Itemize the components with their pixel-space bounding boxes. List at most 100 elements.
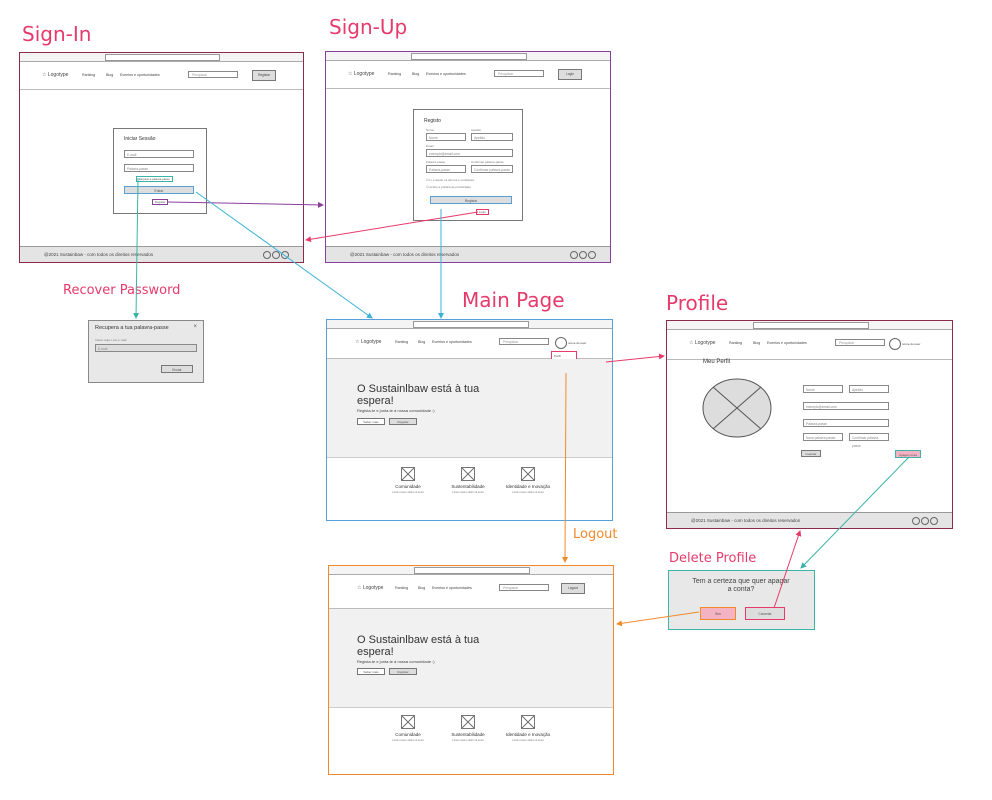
nav-link-ranking[interactable]: Ranking	[388, 72, 402, 76]
mainpage-frame: ☆ Logotype Ranking Blog Eventos e oportu…	[326, 319, 613, 521]
feature-text: Lorem ipsum dolor sit amet	[392, 739, 424, 742]
navbar: ☆ Logotype Ranking Blog Eventos e oportu…	[326, 60, 610, 89]
nav-link-blog[interactable]: Blog	[418, 586, 426, 590]
url-bar	[667, 321, 952, 330]
navbar: ☆ Logotype Ranking Blog Eventos e oportu…	[327, 328, 612, 359]
logo[interactable]: ☆ Logotype	[355, 339, 382, 345]
nav-link-events[interactable]: Eventos e oportunidades	[767, 341, 807, 345]
recover-email-field[interactable]: E-mail	[95, 344, 197, 352]
nav-link-blog[interactable]: Blog	[106, 73, 114, 77]
nav-link-blog[interactable]: Blog	[753, 341, 761, 345]
new-password-field[interactable]: Nova palavra-passe	[803, 433, 843, 441]
avatar[interactable]	[889, 338, 901, 350]
confirm-password-field[interactable]: Confirmar palavra-passe	[471, 165, 513, 173]
nav-link-blog[interactable]: Blog	[418, 340, 426, 344]
logo[interactable]: ☆ Logotype	[357, 585, 384, 591]
hero: O Sustainlbaw está à tua espera! Regista…	[327, 359, 612, 458]
register-link[interactable]: Registar	[152, 199, 169, 205]
social-icons[interactable]	[262, 251, 289, 260]
register-button[interactable]: Registar	[252, 70, 276, 81]
email-field[interactable]: E-mail	[124, 150, 194, 158]
name-label: Nome	[426, 128, 435, 132]
nav-link-events[interactable]: Eventos e oportunidades	[432, 586, 472, 590]
password-field[interactable]: Palavra-passe	[124, 164, 194, 172]
save-button[interactable]: Guardar	[801, 450, 821, 457]
feature-text: Lorem ipsum dolor sit amet	[392, 491, 424, 494]
feature-title: Sustentabilidade	[451, 732, 485, 737]
forgot-password-link[interactable]: Esqueci a palavra-passe	[136, 176, 173, 182]
privacy-checkbox[interactable]: ☑ Aceito a política de privacidade	[426, 185, 471, 189]
recover-modal: Recupera a tua palavra-passe × Insere aq…	[88, 320, 204, 383]
login-button[interactable]: Login	[558, 69, 582, 80]
close-icon[interactable]: ×	[193, 324, 197, 330]
nav-link-events[interactable]: Eventos e oportunidades	[120, 73, 160, 77]
name-field[interactable]: Nome	[426, 133, 466, 141]
delete-account-button[interactable]: Apagar conta	[895, 450, 921, 458]
email-field[interactable]: exemplo@email.com	[803, 402, 889, 410]
feature-title: Comunidade	[395, 484, 421, 489]
nav-link-ranking[interactable]: Ranking	[395, 586, 409, 590]
login-button[interactable]: Logout	[561, 583, 585, 594]
social-icons[interactable]	[911, 517, 938, 526]
image-placeholder-icon	[401, 467, 415, 481]
footer: @2021 Sustainbaw - com todos os direitos…	[326, 246, 610, 262]
logo[interactable]: ☆ Logotype	[42, 72, 69, 78]
learn-more-button[interactable]: Saber mais	[357, 668, 385, 675]
image-placeholder-icon	[521, 715, 535, 729]
navbar: ☆ Logotype Ranking Blog Eventos e oportu…	[20, 61, 303, 90]
footer-text: @2021 Sustainbaw - com todos os direitos…	[44, 252, 154, 257]
feature-text: Lorem ipsum dolor sit amet	[512, 491, 544, 494]
search-input[interactable]: Pesquisar	[499, 338, 549, 345]
nav-link-events[interactable]: Eventos e oportunidades	[432, 340, 472, 344]
search-input[interactable]: Pesquisar	[499, 584, 549, 591]
profile-picture-placeholder[interactable]	[701, 377, 773, 439]
nav-link-ranking[interactable]: Ranking	[82, 73, 96, 77]
footer-text: @2021 Sustainbaw - com todos os direitos…	[350, 252, 460, 257]
surname-field[interactable]: Apelido	[849, 385, 889, 393]
name-field[interactable]: Nome	[803, 385, 843, 393]
logo[interactable]: ☆ Logotype	[689, 340, 716, 346]
hero-sub: Regista-te e junta-te à nossa comunidade…	[357, 659, 435, 664]
label-recover: Recover Password	[63, 283, 181, 298]
signin-card: Iniciar Sessão E-mail Palavra-passe Esqu…	[113, 128, 207, 214]
signup-submit-button[interactable]: Registar	[430, 196, 512, 204]
feature-sustainability: Sustentabilidade Lorem ipsum dolor sit a…	[443, 715, 493, 742]
search-input[interactable]: Pesquisar	[835, 339, 885, 346]
image-placeholder-icon	[401, 715, 415, 729]
recover-submit-button[interactable]: Enviar	[161, 365, 193, 373]
cancel-delete-button[interactable]: Cancelar	[745, 607, 785, 620]
social-icons[interactable]	[569, 251, 596, 260]
footer-text: @2021 Sustainbaw - com todos os direitos…	[691, 518, 801, 523]
logo[interactable]: ☆ Logotype	[348, 71, 375, 77]
search-input[interactable]: Pesquisar	[494, 70, 544, 77]
avatar[interactable]	[555, 337, 567, 349]
feature-sustainability: Sustentabilidade Lorem ipsum dolor sit a…	[443, 467, 493, 494]
surname-label: Apelido	[471, 128, 482, 132]
nav-link-events[interactable]: Eventos e oportunidades	[426, 72, 466, 76]
signup-frame: ☆ Logotype Ranking Blog Eventos e oportu…	[325, 51, 611, 263]
search-input[interactable]: Pesquisar	[188, 71, 238, 78]
register-button[interactable]: Registar	[389, 668, 417, 675]
email-field[interactable]: exemplo@email.com	[426, 149, 513, 157]
login-link[interactable]: Login	[476, 209, 489, 215]
profile-title: Meu Perfil	[703, 359, 731, 365]
password-field[interactable]: Palavra-passe	[803, 419, 889, 427]
username[interactable]: nome do user	[902, 342, 921, 346]
feature-identity: Identidade e Inovação Lorem ipsum dolor …	[503, 467, 553, 494]
learn-more-button[interactable]: Saber mais	[357, 418, 385, 425]
confirm-delete-button[interactable]: Sim	[700, 607, 736, 620]
signin-submit-button[interactable]: Entrar	[124, 186, 194, 194]
username[interactable]: nome do user	[568, 341, 587, 345]
navbar: ☆ Logotype Ranking Blog Eventos e oportu…	[667, 329, 952, 360]
feature-identity: Identidade e Inovação Lorem ipsum dolor …	[503, 715, 553, 742]
nav-link-blog[interactable]: Blog	[412, 72, 420, 76]
nav-link-ranking[interactable]: Ranking	[395, 340, 409, 344]
feature-text: Lorem ipsum dolor sit amet	[452, 739, 484, 742]
terms-checkbox[interactable]: ☑ Li e aceito os termos e condições	[426, 178, 475, 182]
register-button[interactable]: Registar	[389, 418, 417, 425]
password-field[interactable]: Palavra-passe	[426, 165, 466, 173]
nav-link-ranking[interactable]: Ranking	[729, 341, 743, 345]
surname-field[interactable]: Apelido	[471, 133, 513, 141]
confirm-password-field[interactable]: Confirmar palavra-passe	[849, 433, 889, 448]
hero-headline: O Sustainlbaw está à tua espera!	[357, 383, 480, 407]
